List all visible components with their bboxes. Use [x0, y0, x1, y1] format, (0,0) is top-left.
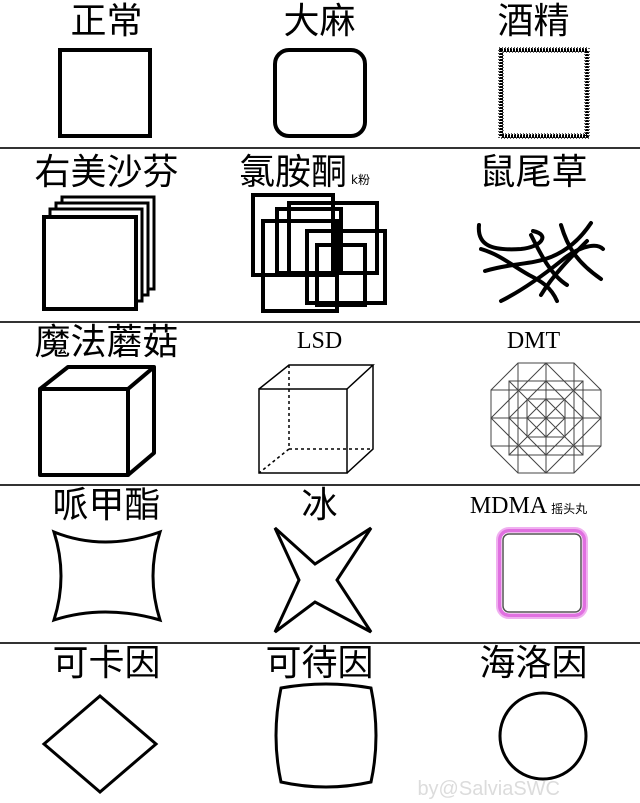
scribble-icon [476, 221, 605, 303]
row-divider [0, 321, 640, 323]
square-icon [58, 48, 152, 138]
cell-mushrooms: 魔法蘑菇 [0, 323, 213, 484]
label-dxm: 右美沙芬 [34, 152, 179, 193]
cell-normal: 正常 [0, 0, 213, 147]
stacked-squares-icon [42, 195, 156, 311]
concave-square-icon [51, 529, 163, 623]
cell-cannabis: 大麻 [213, 0, 426, 147]
row-divider [0, 484, 640, 486]
mdma-name: MDMA [469, 493, 548, 519]
cell-salvia: 鼠尾草 [427, 149, 640, 321]
cell-lsd: LSD [213, 323, 426, 484]
rounded-square-icon [273, 48, 367, 138]
cell-alcohol: 酒精 [427, 0, 640, 147]
label-heroin: 海洛因 [479, 643, 588, 684]
geometric-pattern-icon [490, 362, 602, 474]
pink-glow-square-icon [496, 527, 588, 619]
diamond-icon [41, 694, 159, 794]
label-cannabis: 大麻 [283, 1, 356, 42]
cell-dxm: 右美沙芬 [0, 149, 213, 321]
watermark: by@SalviaSWC [417, 778, 560, 800]
cell-codeine: 可待因 [213, 644, 426, 803]
circle-icon [498, 691, 588, 781]
label-dmt: DMT [506, 328, 561, 354]
row-divider [0, 642, 640, 644]
overlapping-squares-icon [251, 193, 387, 313]
solid-cube-icon [38, 365, 156, 477]
mdma-note: 摇头丸 [551, 502, 588, 516]
wireframe-cube-icon [258, 364, 375, 474]
cell-methylphenidate: 哌甲酯 [0, 486, 213, 642]
row-divider [0, 147, 640, 149]
cell-ice: 冰 [213, 486, 426, 642]
label-mushrooms: 魔法蘑菇 [34, 322, 179, 363]
cell-dmt: DMT [427, 323, 640, 484]
label-normal: 正常 [70, 1, 143, 42]
cell-heroin: 海洛因 [427, 644, 640, 803]
label-ice: 冰 [301, 485, 338, 526]
label-codeine: 可待因 [265, 643, 374, 684]
ketamine-name: 氯胺酮 [239, 152, 348, 193]
cell-cocaine: 可卡因 [0, 644, 213, 803]
label-methylphenidate: 哌甲酯 [52, 485, 161, 526]
four-point-star-icon [273, 526, 373, 634]
ketamine-note: k粉 [351, 173, 370, 187]
label-lsd: LSD [296, 328, 343, 354]
fuzzy-square-icon [498, 47, 590, 139]
bulged-square-icon [274, 682, 378, 789]
label-alcohol: 酒精 [497, 1, 570, 42]
label-cocaine: 可卡因 [52, 643, 161, 684]
label-salvia: 鼠尾草 [479, 152, 588, 193]
